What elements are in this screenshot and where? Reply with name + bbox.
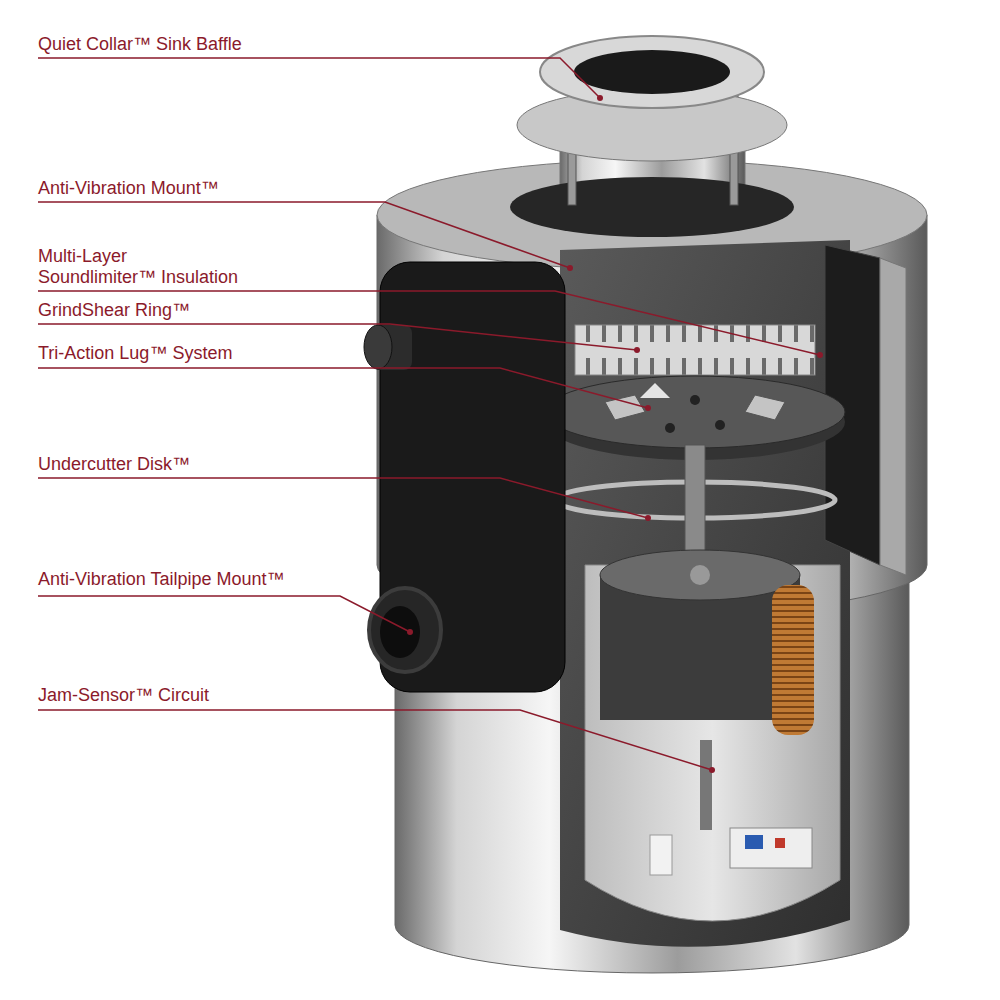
leader-dot <box>645 405 651 411</box>
grinding-plate <box>545 376 845 448</box>
dishwasher-inlet-end <box>364 325 392 369</box>
grind-ring <box>575 325 815 375</box>
leader-line <box>38 368 648 408</box>
part-label: Jam-Sensor™ Circuit <box>38 685 209 706</box>
part-label: Anti-Vibration Tailpipe Mount™ <box>38 569 284 590</box>
plate-hole <box>690 395 700 405</box>
leader-line <box>38 58 600 98</box>
leader-dot <box>709 767 715 773</box>
tailpipe-opening <box>380 606 420 658</box>
part-label: Undercutter Disk™ <box>38 454 190 475</box>
plate-hole <box>665 423 675 433</box>
leader-line <box>38 596 410 632</box>
part-label: Quiet Collar™ Sink Baffle <box>38 34 242 55</box>
plate-hole <box>715 420 725 430</box>
leader-line <box>38 710 712 770</box>
leader-line <box>38 478 648 518</box>
sink-baffle <box>574 50 730 94</box>
part-label: Tri-Action Lug™ System <box>38 343 232 364</box>
lug-tip <box>640 383 670 398</box>
leader-dot <box>817 352 823 358</box>
part-label: Multi-Layer Soundlimiter™ Insulation <box>38 246 244 288</box>
copper-winding <box>772 585 814 735</box>
lug <box>745 395 785 420</box>
shell-edge <box>880 258 906 575</box>
motor-bearing <box>690 565 710 585</box>
leader-dot <box>567 265 573 271</box>
capacitor <box>650 835 672 875</box>
motor-top <box>600 550 800 600</box>
circuit-board <box>730 828 812 868</box>
shaft-lower <box>700 740 712 830</box>
leader-dot <box>645 515 651 521</box>
circuit-component <box>745 835 763 849</box>
leader-dot <box>407 629 413 635</box>
part-label: GrindShear Ring™ <box>38 300 190 321</box>
part-label: Anti-Vibration Mount™ <box>38 178 219 199</box>
vibration-mount-ring <box>510 177 794 237</box>
circuit-component <box>775 838 785 848</box>
leader-dot <box>597 95 603 101</box>
leader-dot <box>634 347 640 353</box>
